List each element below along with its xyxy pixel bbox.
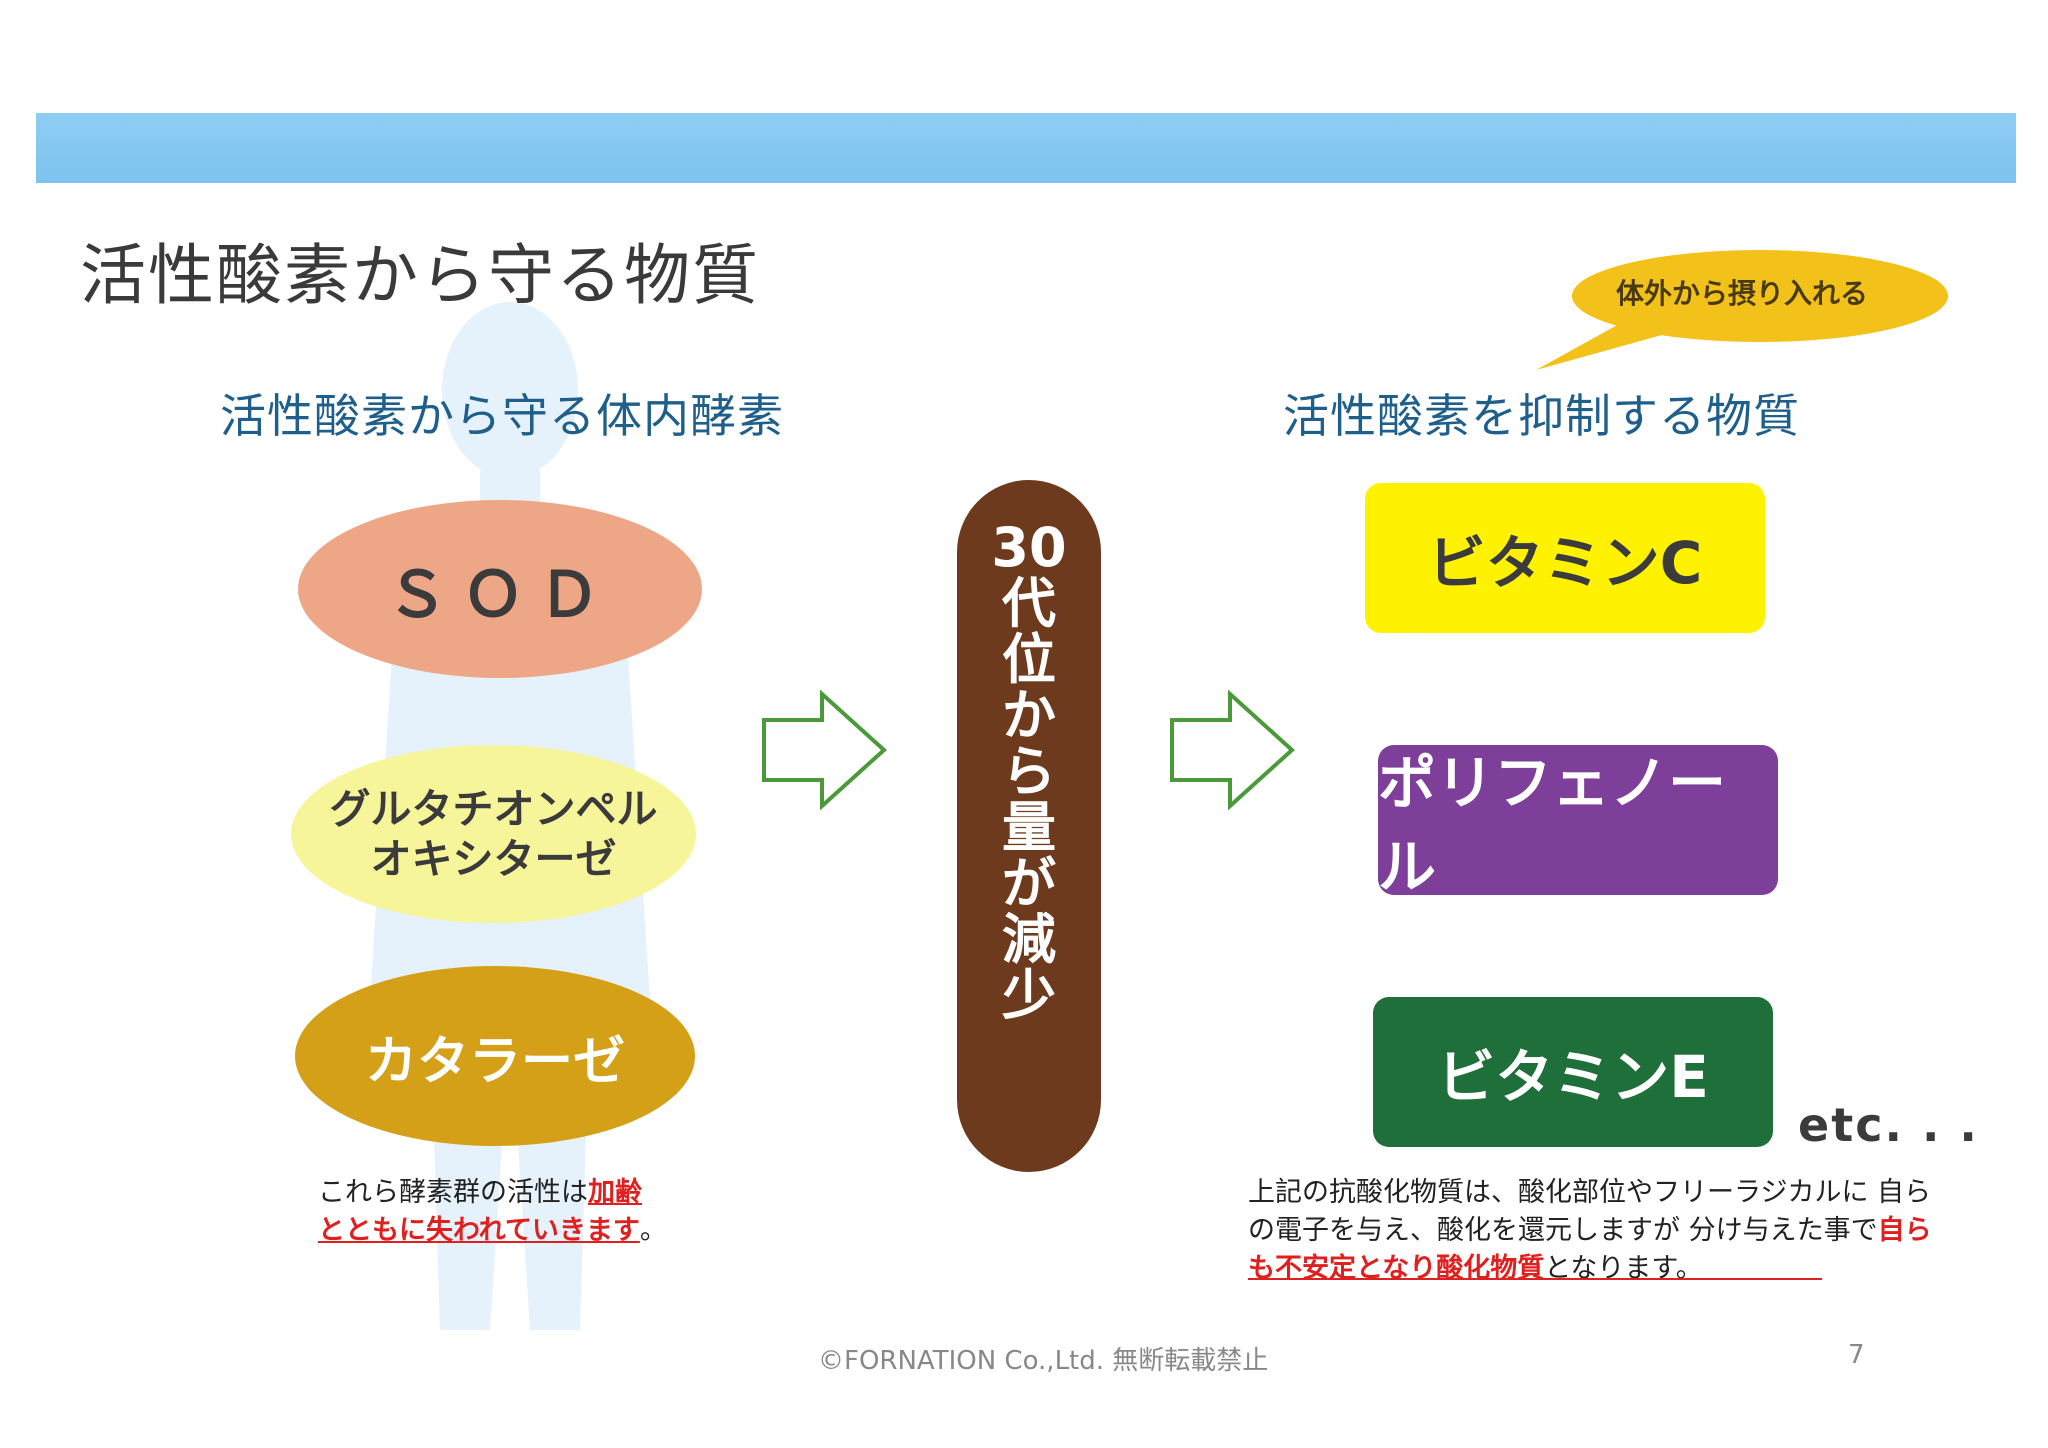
- pill-text-line: 量: [1002, 796, 1056, 859]
- enzyme-catalase: カタラーゼ: [295, 966, 695, 1146]
- page-number: 7: [1848, 1340, 1865, 1370]
- left-note: これら酵素群の活性は加齢 とともに失われていきます。: [318, 1174, 667, 1250]
- left-subheading: 活性酸素から守る体内酵素: [220, 389, 784, 443]
- enzyme-gpx-label-line2: オキシターゼ: [370, 835, 617, 883]
- item-vitamin-e: ビタミンE: [1373, 997, 1773, 1147]
- underline-divider: [1248, 1278, 1822, 1280]
- pill-text-line: 少: [1002, 964, 1056, 1027]
- right-subheading: 活性酸素を抑制する物質: [1283, 389, 1800, 443]
- enzyme-glutathione-peroxidase: グルタチオンペル オキシターゼ: [291, 745, 696, 923]
- etc-label: etc. . .: [1798, 1098, 1979, 1152]
- item-polyphenol-label: ポリフェノール: [1378, 749, 1727, 901]
- footer-copyright: ©FORNATION Co.,Ltd. 無断転載禁止: [818, 1346, 1269, 1376]
- decline-pill: 30 代 位 か ら 量 が 減 少: [957, 480, 1101, 1172]
- header-band: [36, 113, 2016, 183]
- item-polyphenol: ポリフェノール: [1378, 745, 1778, 901]
- enzyme-sod-label: ＳＯＤ: [385, 558, 614, 631]
- right-note-emphasis: 自ら: [1877, 1215, 1932, 1246]
- pill-text-line: が: [1002, 852, 1056, 915]
- item-vitamin-c-label: ビタミンC: [1427, 529, 1703, 597]
- enzyme-gpx-label-line1: グルタチオンペル: [329, 785, 658, 833]
- page-title: 活性酸素から守る物質: [80, 237, 760, 314]
- right-arrow-icon: [1170, 690, 1295, 810]
- item-vitamin-e-label: ビタミンE: [1437, 1043, 1709, 1111]
- speech-bubble-icon: [1536, 250, 1948, 370]
- speech-bubble-text: 体外から摂り入れる: [1615, 277, 1868, 310]
- pill-text-line: 代: [1002, 572, 1056, 635]
- left-note-emphasis-lost: とともに失われていきます: [318, 1215, 640, 1246]
- pill-text-line: ら: [1002, 740, 1056, 803]
- right-note-line2: の電子を与え、酸化を還元しますが 分け与えた事で: [1248, 1215, 1878, 1246]
- right-note: 上記の抗酸化物質は、酸化部位やフリーラジカルに 自ら の電子を与え、酸化を還元し…: [1248, 1174, 1998, 1288]
- left-note-period: 。: [639, 1215, 667, 1246]
- pill-text-line: か: [1002, 684, 1056, 747]
- enzyme-sod: ＳＯＤ: [298, 500, 702, 678]
- right-arrow-icon: [762, 690, 887, 810]
- pill-text-line: 位: [1002, 628, 1056, 691]
- right-note-line1: 上記の抗酸化物質は、酸化部位やフリーラジカルに 自ら: [1248, 1177, 1932, 1208]
- item-vitamin-c: ビタミンC: [1365, 483, 1765, 633]
- left-note-emphasis-aging: 加齢: [588, 1177, 642, 1208]
- enzyme-catalase-label: カタラーゼ: [364, 1031, 625, 1092]
- pill-text-line: 30: [991, 516, 1067, 579]
- left-note-text: これら酵素群の活性は: [318, 1177, 588, 1208]
- pill-text-line: 減: [1002, 908, 1056, 971]
